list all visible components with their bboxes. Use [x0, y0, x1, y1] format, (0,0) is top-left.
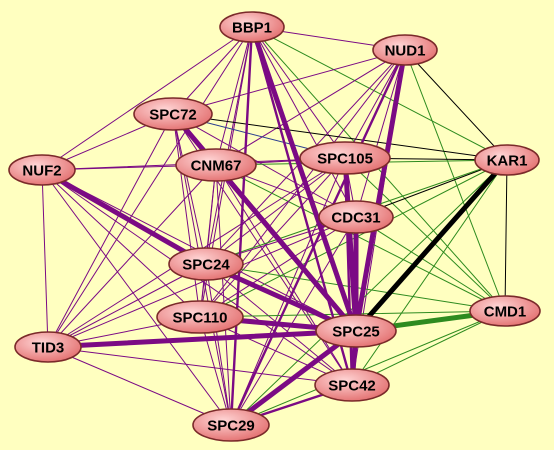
node-kar1[interactable]: KAR1 [474, 144, 540, 176]
node-label: SPC105 [317, 151, 373, 168]
node-nuf2[interactable]: NUF2 [8, 154, 76, 186]
edge-nuf2-spc29 [41, 169, 232, 426]
edge-bbp1-spc105 [251, 26, 346, 159]
edge-bbp1-cdc31 [251, 26, 357, 218]
edge-nud1-cmd1 [404, 49, 506, 312]
node-shape [469, 295, 541, 327]
edge-cdc31-cmd1 [355, 216, 506, 312]
node-shape [168, 247, 244, 281]
node-cmd1[interactable]: CMD1 [469, 295, 541, 327]
node-shape [175, 148, 257, 182]
node-nud1[interactable]: NUD1 [372, 34, 438, 66]
node-shape [474, 144, 540, 176]
node-label: NUD1 [385, 43, 426, 60]
edge-spc72-spc24 [172, 113, 207, 265]
node-label: SPC72 [149, 107, 197, 124]
node-label: SPC42 [328, 378, 376, 395]
edge-bbp1-kar1 [251, 26, 508, 161]
node-shape [14, 331, 82, 363]
node-label: SPC25 [332, 324, 380, 341]
node-label: CDC31 [331, 210, 380, 227]
edge-tid3-spc42 [47, 346, 353, 386]
node-spc24[interactable]: SPC24 [168, 247, 244, 281]
node-cdc31[interactable]: CDC31 [318, 200, 394, 234]
edge-spc72-spc110 [172, 113, 201, 318]
edge-bbp1-tid3 [47, 26, 253, 348]
node-label: BBP1 [232, 20, 272, 37]
node-label: NUF2 [22, 163, 61, 180]
edge-kar1-spc25 [353, 157, 510, 334]
node-spc29[interactable]: SPC29 [192, 408, 270, 442]
node-shape [156, 300, 244, 334]
edge-cnm67-spc29 [215, 164, 232, 426]
edge-nud1-cnm67 [215, 49, 406, 166]
node-shape [192, 408, 270, 442]
edge-kar1-cmd1 [504, 159, 508, 312]
edge-spc29-cmd1 [230, 310, 506, 426]
edge-spc110-spc29 [199, 316, 232, 426]
edge-spc105-spc24 [205, 157, 346, 265]
edge-nuf2-tid3 [41, 169, 49, 348]
edge-bbp1-spc25 [249, 24, 359, 334]
edge-bbp1-spc29 [229, 25, 254, 427]
edge-nud1-spc105 [344, 49, 406, 159]
edge-spc72-cdc31 [172, 113, 357, 218]
edge-cnm67-cmd1 [215, 164, 506, 312]
node-label: SPC29 [207, 418, 255, 435]
edge-kar1-spc29 [230, 159, 508, 426]
node-shape [318, 200, 394, 234]
edge-nuf2-spc24 [39, 167, 209, 267]
edge-nud1-spc72 [172, 49, 406, 115]
node-shape [299, 141, 391, 175]
edge-spc105-spc110 [199, 157, 346, 318]
edge-cnm67-tid3 [47, 164, 217, 348]
node-label: SPC24 [182, 257, 230, 274]
edge-nuf2-spc110 [41, 169, 201, 318]
node-spc110[interactable]: SPC110 [156, 300, 244, 334]
edge-tid3-spc25 [45, 328, 359, 350]
edge-cdc31-spc29 [230, 216, 357, 426]
edge-spc105-cmd1 [344, 157, 506, 312]
node-cnm67[interactable]: CNM67 [175, 148, 257, 182]
edge-spc72-tid3 [47, 113, 174, 348]
edge-kar1-spc42 [351, 159, 508, 386]
node-spc105[interactable]: SPC105 [299, 141, 391, 175]
node-label: CNM67 [191, 158, 242, 175]
edge-nud1-spc29 [229, 48, 407, 427]
node-label: TID3 [32, 340, 65, 357]
edge-cdc31-tid3 [47, 216, 357, 348]
node-label: SPC110 [172, 310, 227, 327]
edge-spc24-tid3 [47, 263, 207, 348]
edge-nud1-kar1 [404, 49, 508, 161]
edge-nud1-spc25 [353, 47, 408, 334]
edge-nud1-cdc31 [355, 49, 406, 218]
edge-tid3-spc29 [47, 346, 232, 426]
node-shape [219, 11, 285, 43]
node-tid3[interactable]: TID3 [14, 331, 82, 363]
node-shape [315, 314, 397, 348]
node-label: CMD1 [484, 304, 527, 321]
node-spc25[interactable]: SPC25 [315, 314, 397, 348]
edge-spc72-kar1 [172, 113, 508, 161]
edge-cdc31-spc110 [199, 216, 357, 318]
node-shape [314, 368, 390, 402]
node-shape [133, 97, 213, 131]
edge-bbp1-nuf2 [41, 26, 253, 171]
node-spc72[interactable]: SPC72 [133, 97, 213, 131]
edge-spc29-spc25 [228, 328, 359, 428]
node-shape [8, 154, 76, 186]
edge-spc105-spc29 [230, 157, 346, 426]
node-label: KAR1 [487, 153, 528, 170]
node-shape [372, 34, 438, 66]
node-spc42[interactable]: SPC42 [314, 368, 390, 402]
node-bbp1[interactable]: BBP1 [219, 11, 285, 43]
edge-spc24-spc29 [205, 263, 232, 426]
edge-cnm67-spc25 [213, 162, 359, 334]
